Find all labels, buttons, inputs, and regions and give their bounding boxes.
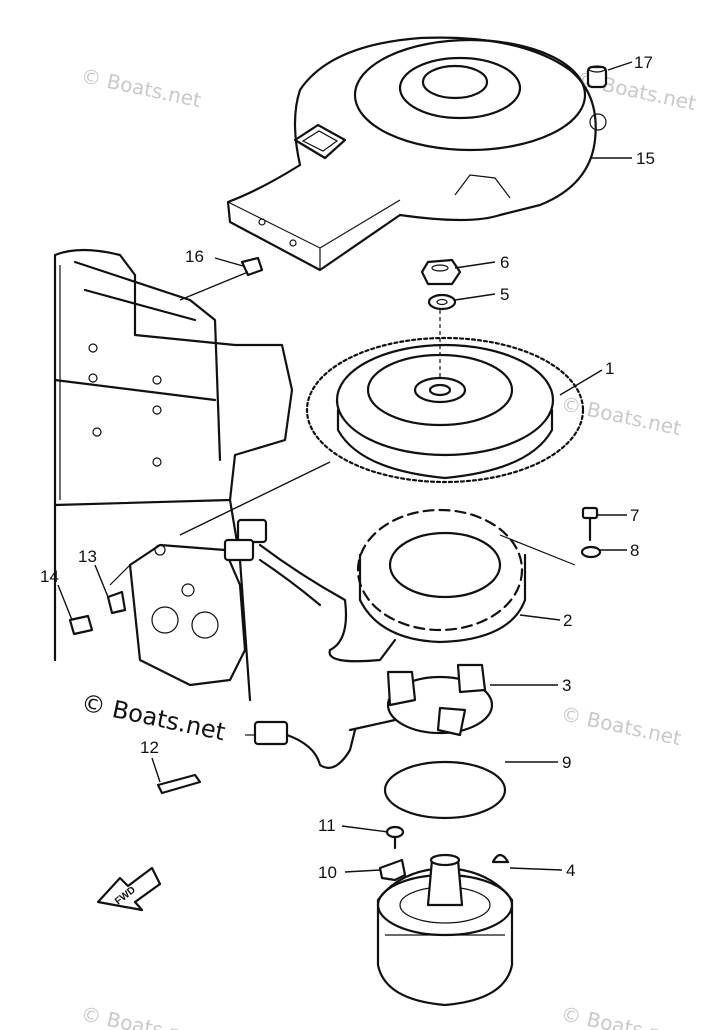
callout-9: 9 — [562, 753, 571, 772]
stator-bolt — [581, 506, 599, 542]
dowel-pin — [156, 773, 202, 795]
bolt-14 — [68, 614, 94, 636]
cover-bolt — [179, 256, 264, 301]
wire-harness — [223, 518, 397, 663]
watermark: © Boats.net — [559, 1001, 683, 1030]
woodruff-key — [491, 853, 510, 864]
callout-2: 2 — [563, 611, 572, 630]
flywheel-washer — [427, 293, 457, 380]
leader-lines — [57, 61, 633, 873]
o-ring — [383, 760, 507, 820]
flywheel — [305, 336, 585, 484]
callout-7: 7 — [630, 506, 639, 525]
cover-nut — [586, 65, 608, 89]
callout-11: 11 — [318, 816, 336, 835]
clamp-10 — [378, 858, 407, 882]
callout-13: 13 — [78, 547, 97, 566]
callout-15: 15 — [636, 149, 655, 168]
stator-coil — [356, 508, 527, 644]
bracket-13 — [106, 590, 127, 615]
pulser-coil — [348, 663, 494, 737]
callout-1: 1 — [605, 359, 614, 378]
watermark: © Boats.net — [79, 63, 203, 112]
watermark: © Boats.net — [559, 391, 683, 440]
screw-11 — [385, 825, 405, 850]
callout-5: 5 — [500, 285, 509, 304]
pulser-connector — [245, 720, 357, 769]
watermark: © Boats.net — [79, 1001, 203, 1030]
callout-17: 17 — [634, 53, 653, 72]
stator-washer — [499, 534, 602, 566]
flywheel-nut — [420, 258, 462, 286]
callout-8: 8 — [630, 541, 639, 560]
engine-block — [53, 248, 294, 702]
callout-16: 16 — [185, 247, 204, 266]
flywheel-cover — [226, 36, 607, 272]
callout-10: 10 — [318, 863, 337, 882]
callout-12: 12 — [140, 738, 159, 757]
mounting-bracket — [109, 543, 247, 687]
callout-14: 14 — [40, 567, 59, 586]
crankshaft-base — [376, 853, 514, 1007]
callout-6: 6 — [500, 253, 509, 272]
callout-4: 4 — [566, 861, 575, 880]
callout-labels: 17 15 16 6 5 1 7 8 2 13 14 3 12 9 11 10 … — [40, 53, 655, 882]
fwd-arrow: FWD — [96, 866, 162, 912]
callout-3: 3 — [562, 676, 571, 695]
watermark: © Boats.net — [559, 701, 683, 750]
